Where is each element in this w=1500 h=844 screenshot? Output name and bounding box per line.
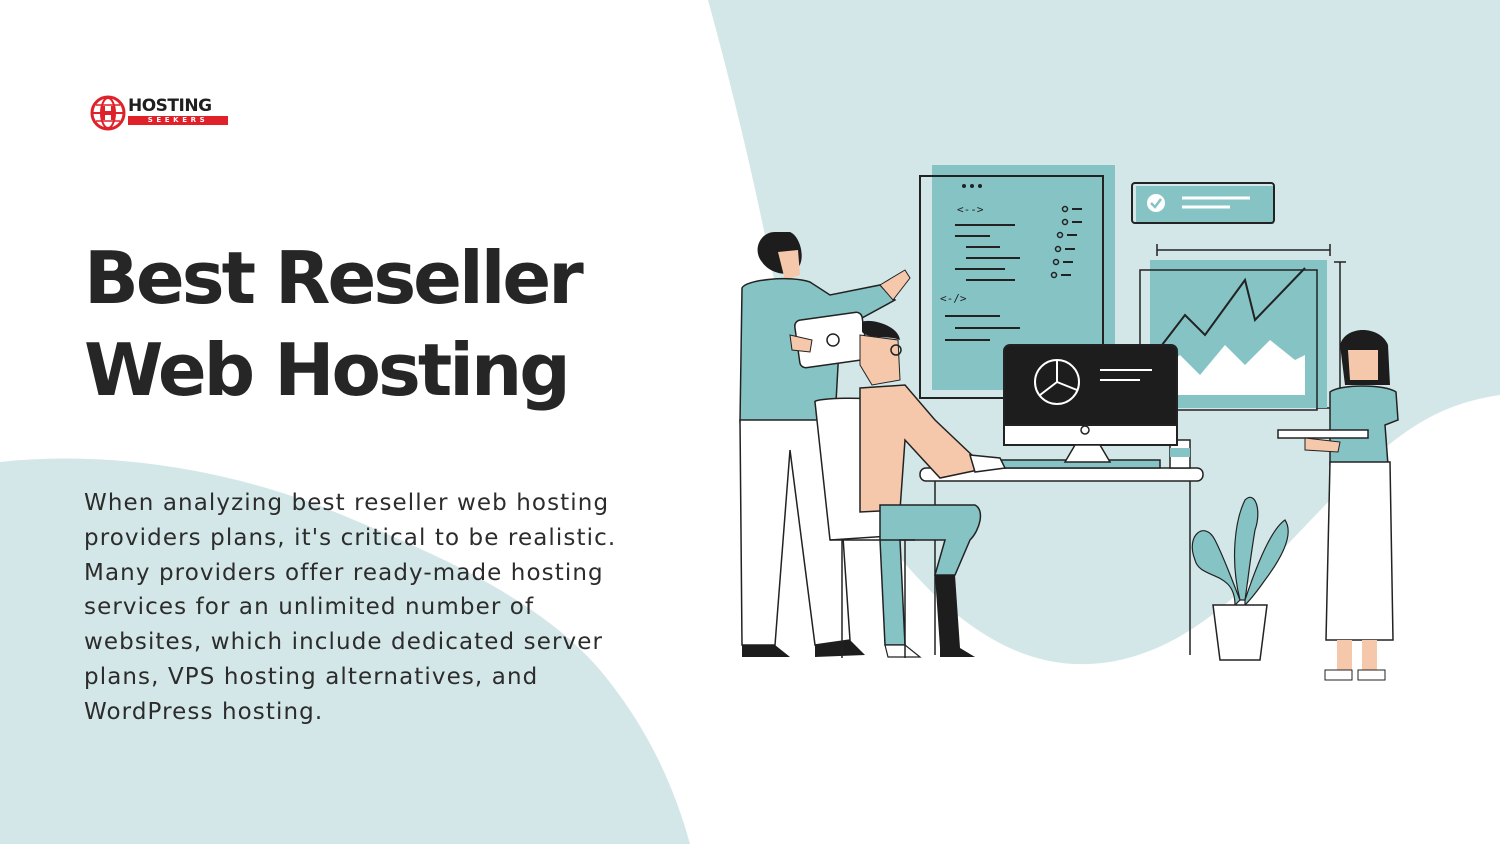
code-tag-open: <--> (957, 203, 984, 216)
seated-man (814, 320, 1007, 658)
logo-tagline: SEEKERS (128, 116, 228, 125)
left-background-blob (0, 458, 690, 844)
standing-woman (1277, 330, 1399, 681)
analytics-chart-panel (1139, 244, 1346, 411)
desk (919, 439, 1204, 655)
logo-wordmark: HOSTING (128, 96, 212, 116)
code-tag-close: <-/> (940, 292, 967, 305)
title-line-1: Best Reseller (84, 236, 584, 320)
page-title: Best Reseller Web Hosting (84, 232, 684, 416)
description-paragraph: When analyzing best reseller web hosting… (84, 490, 617, 725)
desktop-monitor (1003, 344, 1178, 463)
check-icon (1147, 194, 1165, 212)
clipboard (1277, 429, 1369, 439)
potted-plant (1191, 496, 1289, 661)
globe-logo-icon (90, 95, 126, 131)
title-line-2: Web Hosting (84, 328, 571, 412)
hosting-seekers-logo[interactable]: HOSTING SEEKERS (90, 95, 230, 133)
team-illustration: <--> <-/> (739, 165, 1399, 681)
notification-card (1131, 182, 1275, 224)
